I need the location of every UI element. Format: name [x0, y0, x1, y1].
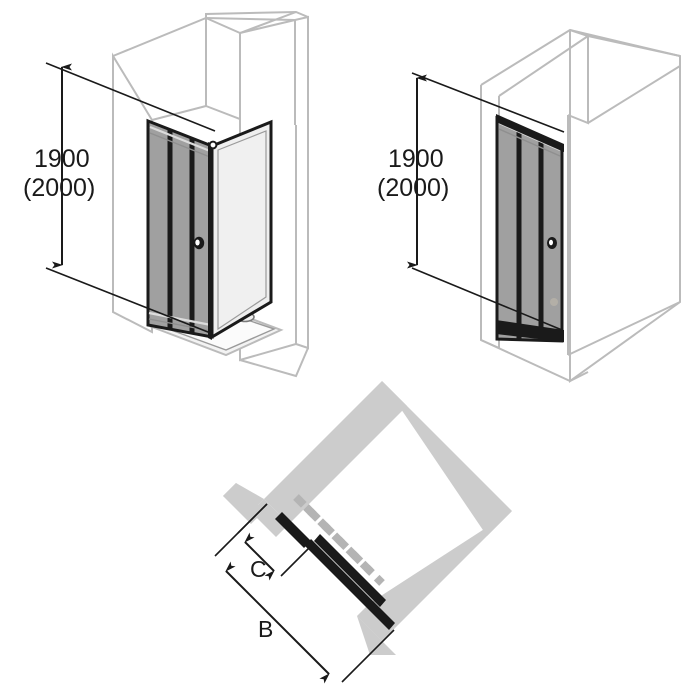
retracted-panel-track-dashed — [293, 494, 385, 586]
height-dimension: 1900 (2000) — [377, 72, 565, 331]
bottom-rail-profile — [496, 320, 564, 342]
side-glass-panel — [210, 119, 273, 340]
dimension-primary-value: 1900 — [388, 145, 444, 173]
door-handle-knob[interactable] — [193, 236, 205, 250]
wall-left — [112, 16, 296, 334]
door-handle-knob[interactable] — [547, 237, 557, 249]
sliding-door-panel — [495, 114, 564, 343]
wall-right-reveal — [567, 29, 681, 383]
sliding-door-panel — [146, 118, 214, 339]
dimension-primary-value: 1900 — [34, 145, 90, 173]
dimension-b-label: B — [258, 616, 273, 642]
top-rail-profile — [496, 114, 564, 152]
wall-outline-plan — [223, 381, 512, 655]
corner-entry-isometric-view: 1900 (2000) — [23, 10, 309, 378]
niche-recess-isometric-view: 1900 (2000) — [377, 28, 681, 383]
dimension-c-label: C — [250, 556, 267, 582]
plan-top-view: C B — [214, 381, 512, 684]
dimension-b: B — [214, 503, 395, 684]
dimension-alternate-value: (2000) — [377, 174, 449, 202]
glass-reflection-dot — [550, 298, 558, 306]
dimension-alternate-value: (2000) — [23, 174, 95, 202]
fixed-glass-panel-plan — [275, 512, 311, 548]
height-dimension: 1900 (2000) — [23, 62, 216, 335]
corner-post — [208, 140, 218, 340]
